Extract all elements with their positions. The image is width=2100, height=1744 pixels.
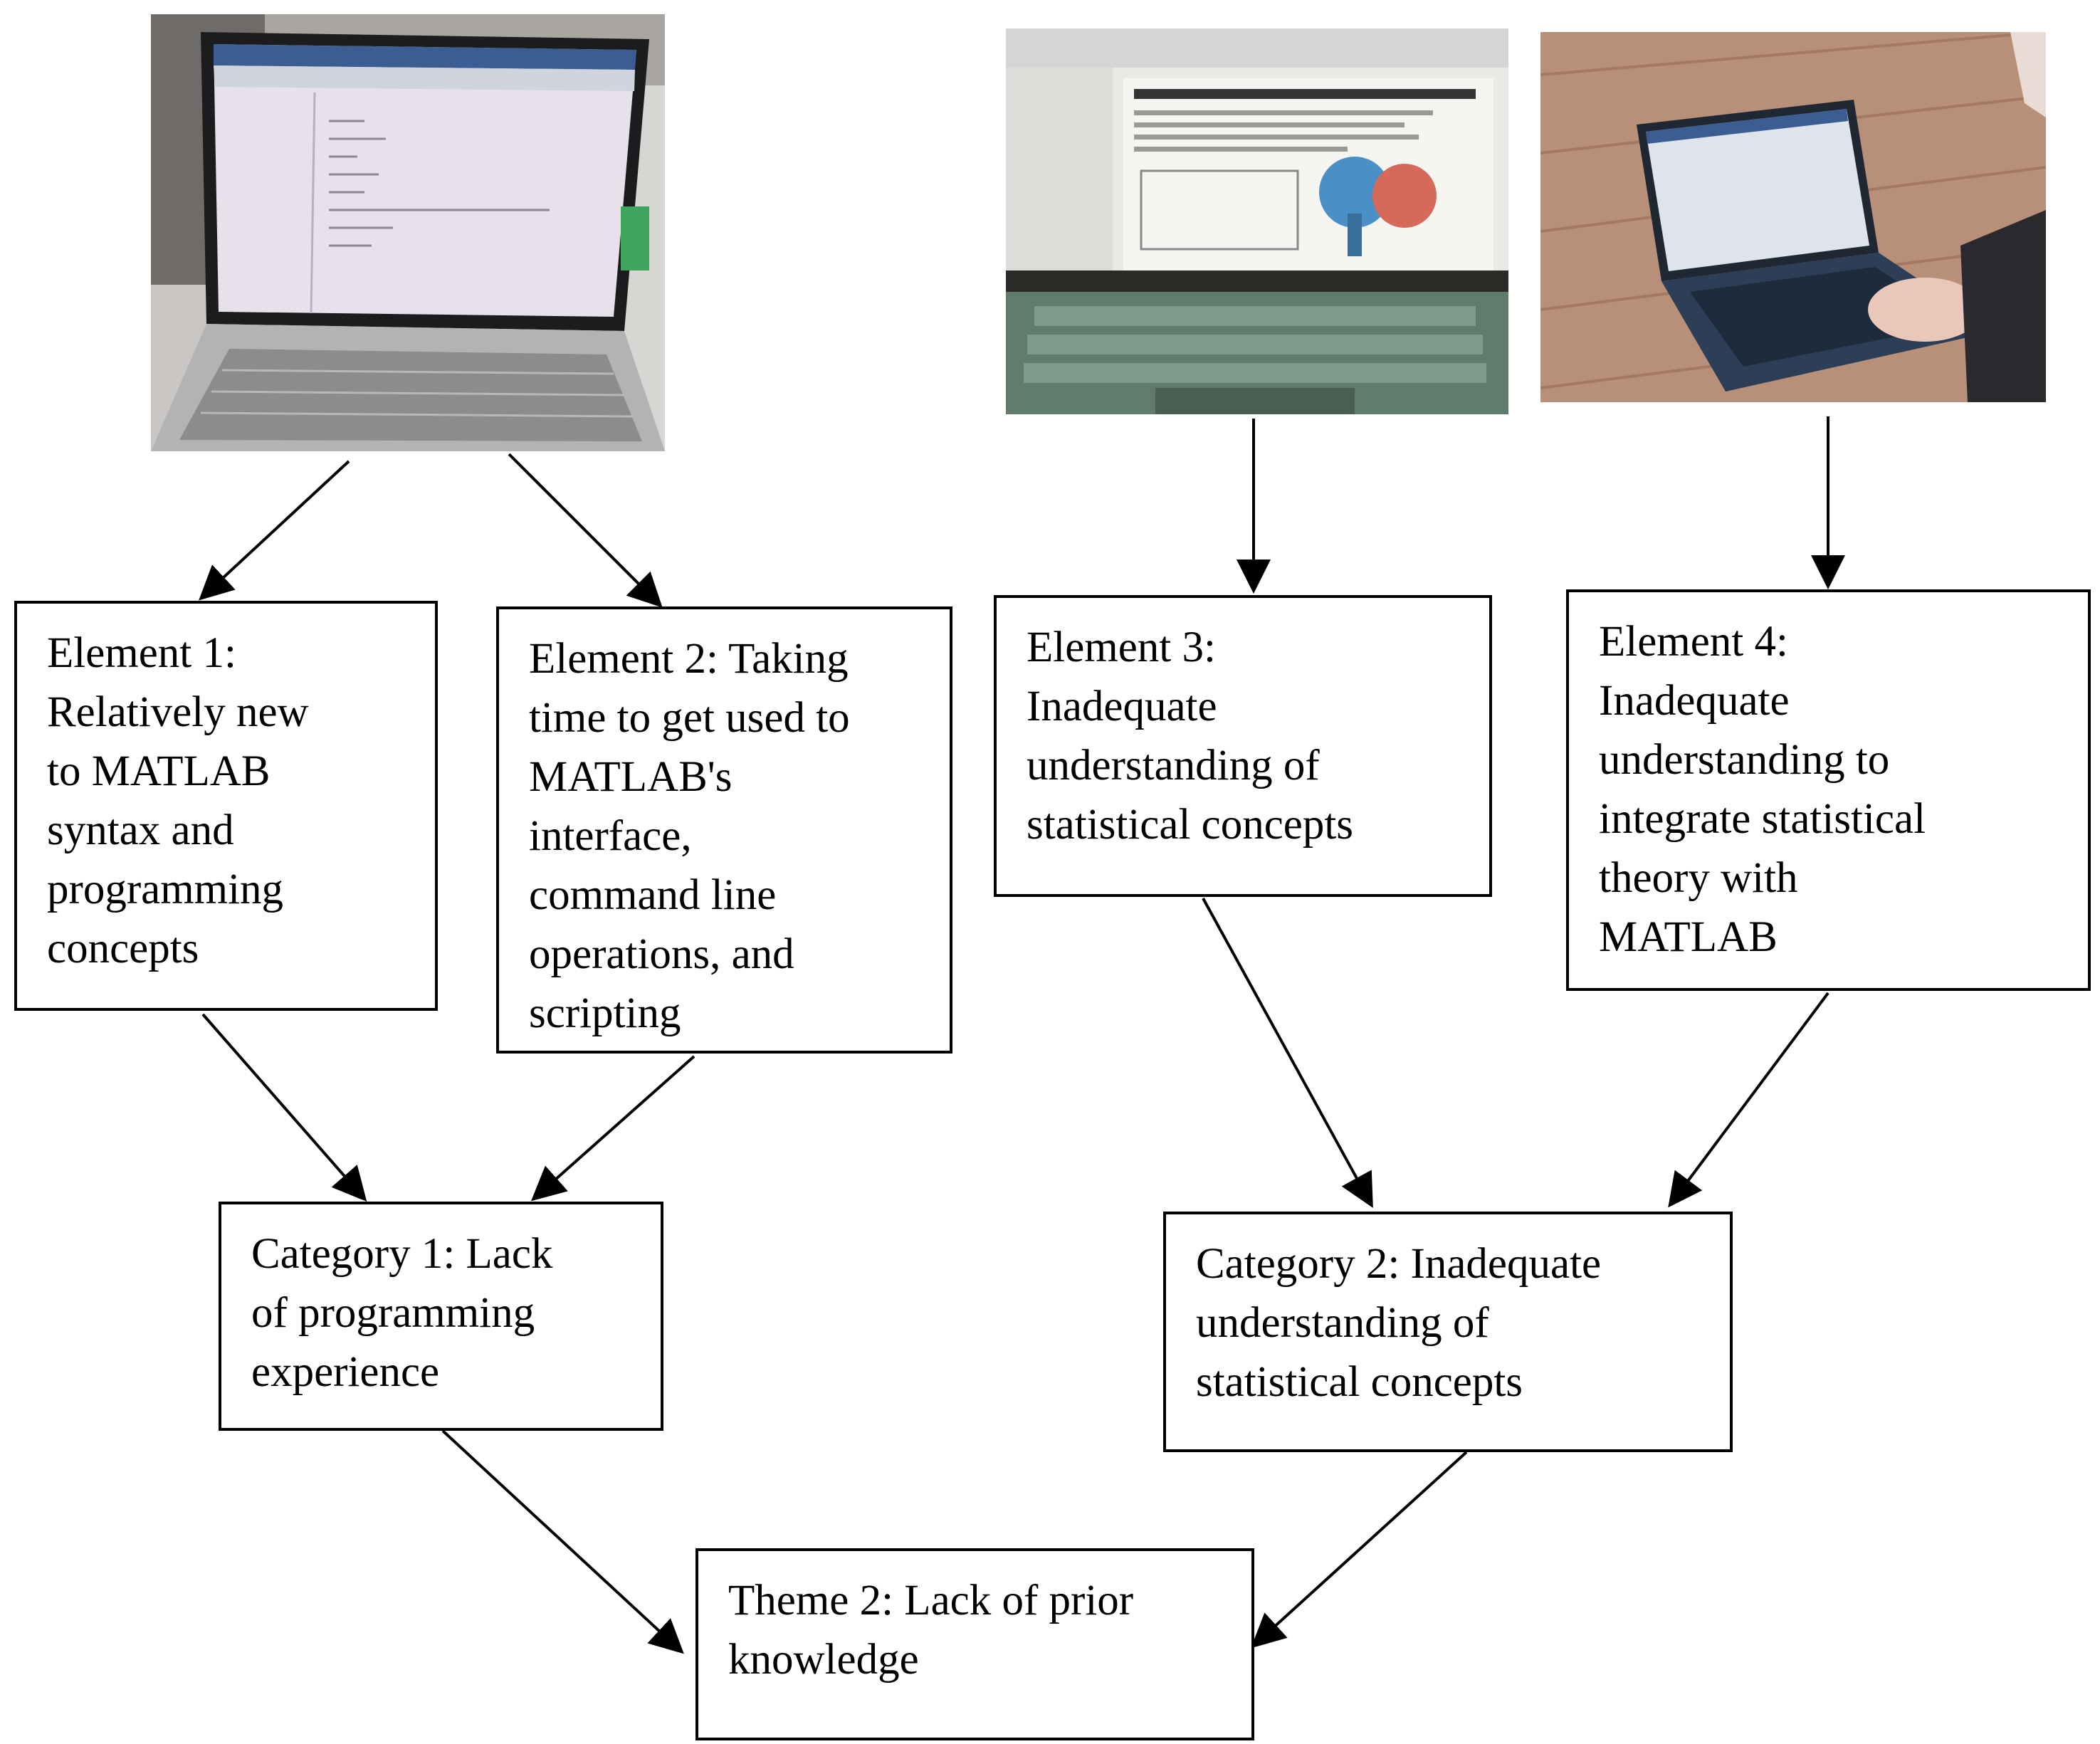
category-2-box: Category 2: Inadequate understanding of … xyxy=(1163,1212,1733,1452)
laptop-statistics-document-photo xyxy=(1006,28,1508,414)
theme-2-box: Theme 2: Lack of prior knowledge xyxy=(695,1548,1254,1740)
element-2-box: Element 2: Taking time to get used to MA… xyxy=(496,606,952,1054)
arrow-category1-to-theme2 xyxy=(441,1429,684,1654)
laptop-matlab-editor-photo xyxy=(151,14,665,451)
arrow-element4-to-category2 xyxy=(1668,992,1829,1208)
arrow-photo1-to-element2 xyxy=(508,453,663,608)
category-1-box: Category 1: Lack of programming experien… xyxy=(219,1202,663,1431)
arrow-element2-to-category1 xyxy=(531,1055,695,1202)
element-4-box: Element 4: Inadequate understanding to i… xyxy=(1566,589,2091,991)
element-1-box: Element 1: Relatively new to MATLAB synt… xyxy=(14,601,438,1011)
laptop-typing-photo xyxy=(1540,32,2046,402)
arrow-element1-to-category1 xyxy=(201,1013,367,1202)
arrow-photo1-to-element1 xyxy=(199,460,350,601)
element-3-box: Element 3: Inadequate understanding of s… xyxy=(994,595,1492,897)
arrow-element3-to-category2 xyxy=(1202,898,1373,1209)
arrow-category2-to-theme2 xyxy=(1251,1451,1468,1649)
